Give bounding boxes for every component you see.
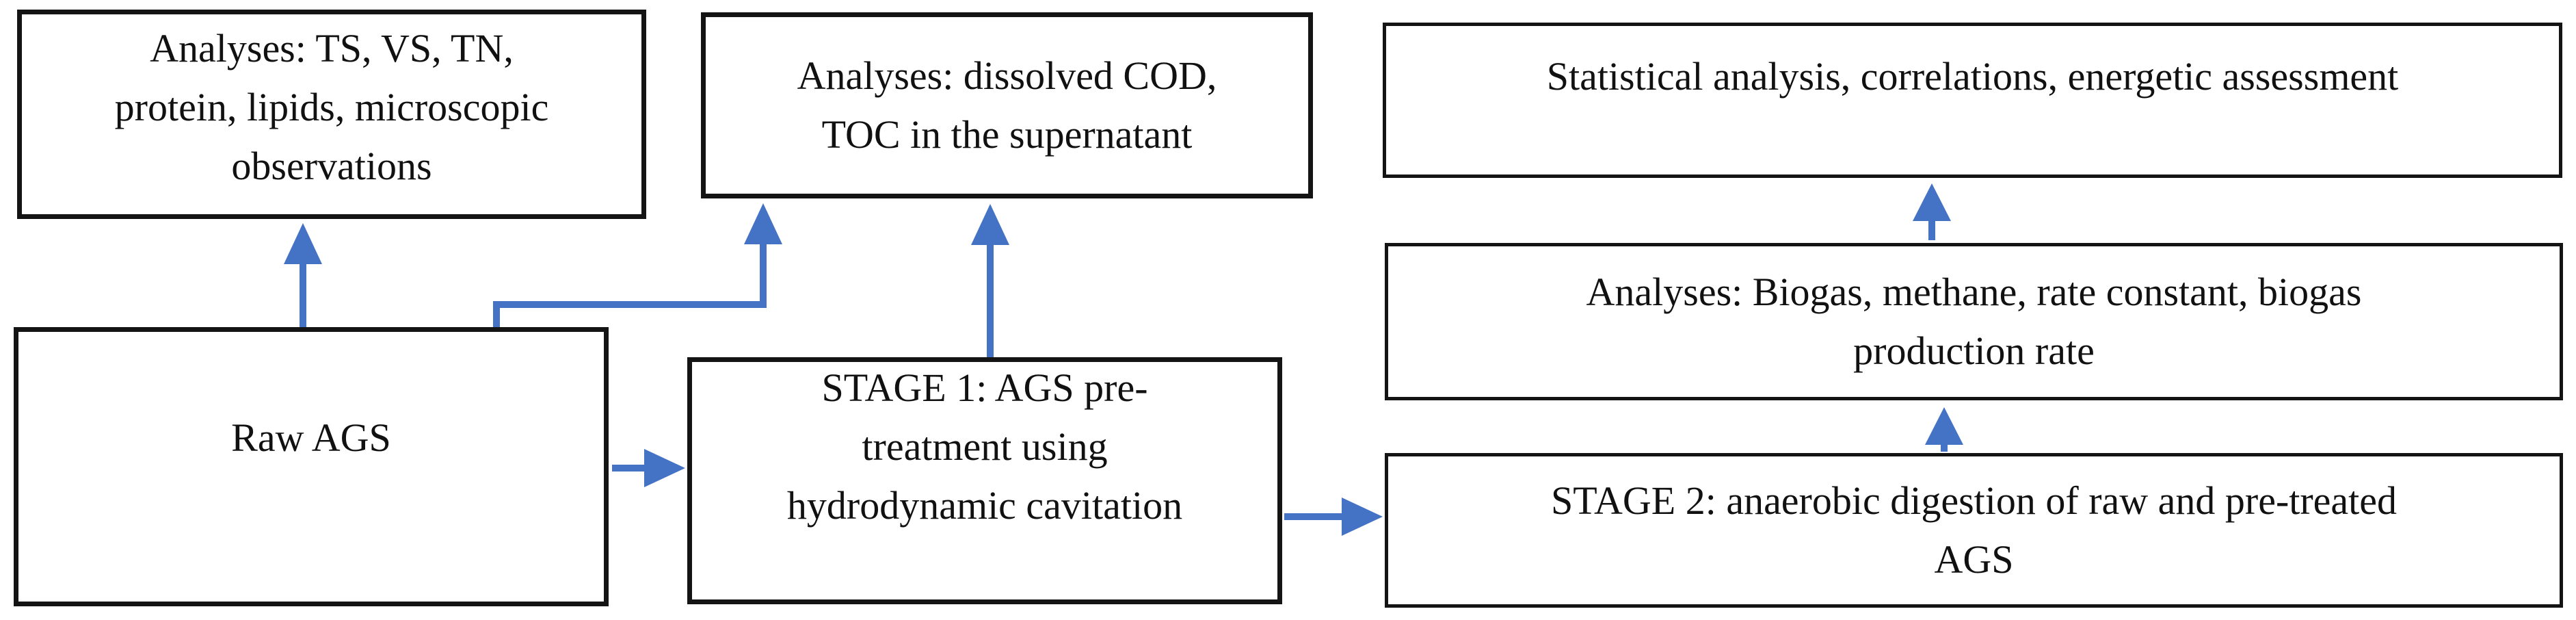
box-text-line: Analyses: TS, VS, TN, (150, 26, 514, 70)
arrow-stage1-to-stage2 (1284, 498, 1383, 536)
box-text-line: TOC in the supernatant (821, 112, 1193, 157)
box-text-line: Statistical analysis, correlations, ener… (1546, 53, 2399, 99)
arrow-stage2-to-analyses-biogas (1925, 407, 1963, 452)
box-text-line: STAGE 2: anaerobic digestion of raw and … (1550, 478, 2398, 523)
box-text-line: hydrodynamic cavitation (786, 482, 1183, 528)
box-text-line: observations (231, 144, 432, 188)
box-text-line: production rate (1853, 328, 2095, 373)
box-text-line: STAGE 1: AGS pre- (821, 365, 1148, 410)
box-text-line: AGS (1934, 537, 2014, 582)
arrow-raw-ags-to-stage1 (612, 449, 685, 487)
arrow-stage1-to-analyses-supernatant (971, 204, 1009, 357)
box-analyses-raw-ags: Analyses: TS, VS, TN, protein, lipids, m… (17, 10, 646, 219)
box-analyses-supernatant: Analyses: dissolved COD, TOC in the supe… (701, 12, 1313, 198)
box-text-line: Raw AGS (231, 415, 391, 460)
box-stage2: STAGE 2: anaerobic digestion of raw and … (1385, 453, 2563, 608)
box-text-line: Analyses: dissolved COD, (797, 53, 1217, 98)
box-text-line: Analyses: Biogas, methane, rate constant… (1586, 270, 2362, 314)
box-raw-ags: Raw AGS (14, 327, 609, 606)
arrow-raw-ags-to-analyses-supernatant (493, 203, 782, 328)
box-text-line: protein, lipids, microscopic (114, 85, 549, 129)
box-text-line: treatment using (862, 424, 1108, 469)
arrow-analyses-biogas-to-statistical (1913, 183, 1951, 240)
arrow-raw-ags-to-analyses-raw (284, 223, 322, 328)
box-analyses-biogas: Analyses: Biogas, methane, rate constant… (1385, 243, 2563, 400)
box-statistical: Statistical analysis, correlations, ener… (1383, 23, 2562, 178)
box-stage1: STAGE 1: AGS pre- treatment using hydrod… (687, 357, 1282, 604)
